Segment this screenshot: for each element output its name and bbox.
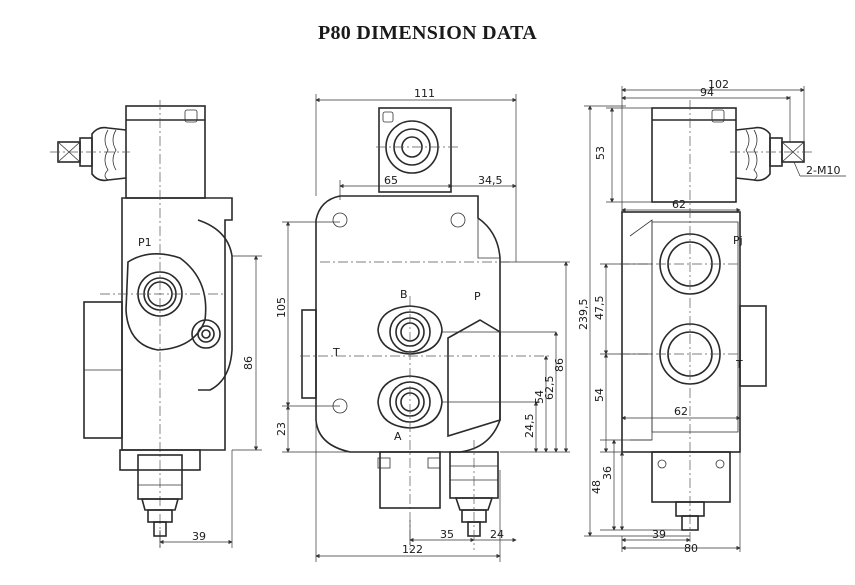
port-label-b: B: [400, 288, 408, 301]
dim-62-5: 62,5: [543, 376, 556, 401]
dim-122: 122: [402, 543, 423, 556]
port-label-p1: P1: [138, 236, 152, 249]
dim-2-m10: 2-M10: [806, 164, 840, 177]
dim-53: 53: [594, 146, 607, 160]
right-side-view: 102 94 53 2-M10 62 239,5 47,5 54 62: [577, 78, 846, 555]
dim-62-mid: 62: [674, 405, 688, 418]
dim-54-front: 54: [533, 390, 546, 404]
dim-48: 48: [590, 480, 603, 494]
dim-80: 80: [684, 542, 698, 555]
dim-86-front: 86: [553, 358, 566, 372]
dim-102: 102: [708, 78, 729, 91]
dim-36: 36: [601, 466, 614, 480]
dim-35: 35: [440, 528, 454, 541]
dim-65: 65: [384, 174, 398, 187]
port-label-t-front: T: [332, 346, 340, 359]
port-label-a: A: [394, 430, 402, 443]
dim-34-5: 34,5: [478, 174, 503, 187]
dim-239-5: 239,5: [577, 299, 590, 331]
dim-62-top: 62: [672, 198, 686, 211]
dim-39-right: 39: [652, 528, 666, 541]
dim-24-5: 24,5: [523, 414, 536, 439]
dim-24: 24: [490, 528, 504, 541]
dim-105: 105: [275, 297, 288, 318]
port-label-t-side: T: [735, 358, 743, 371]
dim-111: 111: [414, 87, 435, 100]
dim-94: 94: [700, 86, 714, 99]
port-label-p: P: [474, 290, 481, 303]
left-side-view: 86 39 P1: [50, 100, 262, 550]
front-view: 111 65 34,5 105 23 24,5 54 62,5 86 35: [275, 87, 570, 562]
dim-39-left: 39: [192, 530, 206, 543]
dim-23: 23: [275, 422, 288, 436]
drawing-title: P80 DIMENSION DATA: [317, 22, 538, 44]
port-label-pj: Pj: [733, 234, 743, 247]
dim-54-side: 54: [593, 388, 606, 402]
dim-86-left: 86: [242, 356, 255, 370]
dim-47-5: 47,5: [593, 296, 606, 321]
